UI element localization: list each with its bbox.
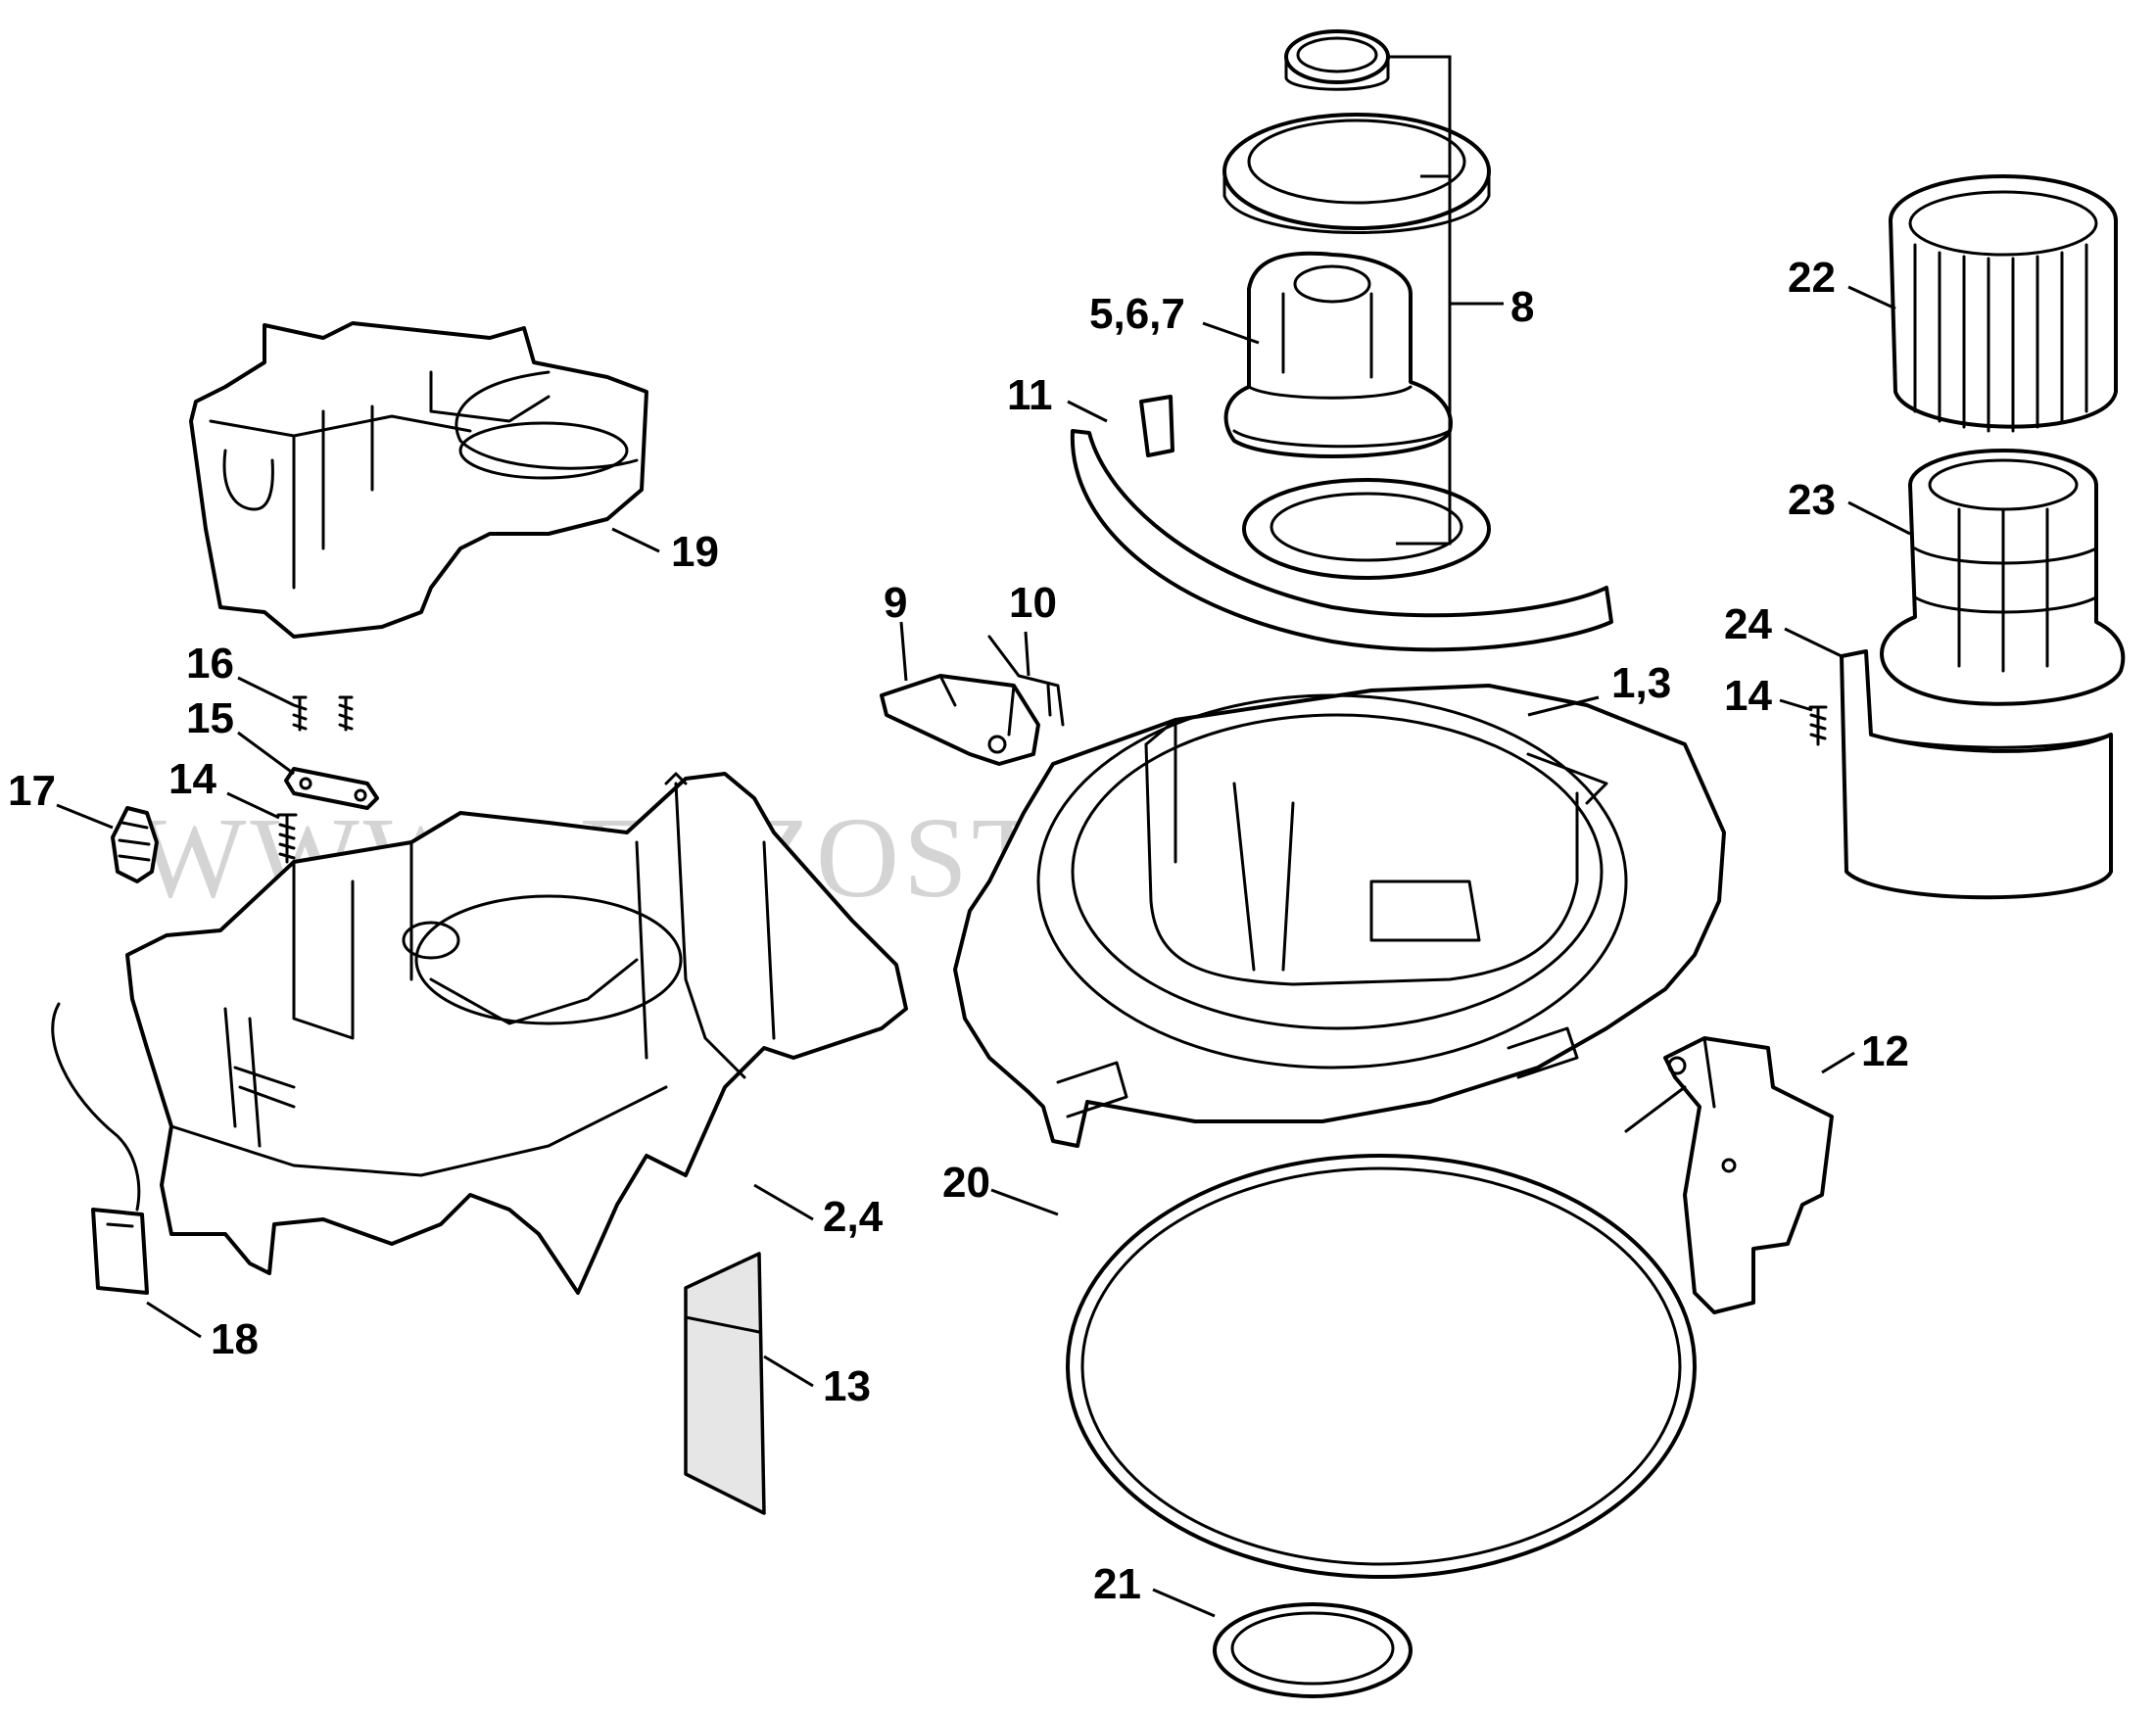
leader-5-6-7 (1202, 321, 1260, 345)
leader-17 (56, 803, 114, 830)
part-23-filter-cage (1880, 449, 2126, 706)
part-9-cover (880, 674, 1040, 766)
leader-20 (990, 1188, 1059, 1216)
leader-21 (1152, 1588, 1216, 1618)
callout-20: 20 (942, 1159, 990, 1207)
callout-16: 16 (186, 640, 234, 688)
part-5-6-7-motor (1223, 251, 1453, 459)
callout-22: 22 (1788, 254, 1836, 302)
part-1-3-main-housing (953, 684, 1726, 1148)
part-2-4-base-housing (125, 772, 908, 1295)
leader-13 (763, 1355, 814, 1388)
callout-19: 19 (671, 528, 719, 576)
part-16-screws (292, 695, 354, 732)
leader-11 (1067, 400, 1108, 423)
part-10-spring (987, 635, 1065, 727)
callout-2-4: 2,4 (823, 1193, 884, 1241)
callout-13: 13 (823, 1362, 871, 1410)
part-17-connector (111, 806, 159, 883)
part-19-upper-housing (189, 321, 648, 639)
part-20-o-ring (1066, 1154, 1697, 1579)
part-21-ring (1213, 1602, 1413, 1698)
leader-19 (611, 527, 660, 553)
leader-10 (1024, 631, 1030, 677)
leader-23 (1847, 500, 1911, 536)
part-13-flap (684, 1252, 766, 1515)
callout-14-right: 14 (1724, 672, 1772, 720)
callout-17: 17 (8, 767, 56, 815)
callout-15: 15 (186, 694, 234, 742)
part-8-carrier-ring (1222, 113, 1491, 234)
callout-9: 9 (884, 579, 907, 627)
leader-14b (1779, 698, 1813, 712)
part-14-screw-right (1808, 705, 1828, 746)
callout-10: 10 (1009, 579, 1057, 627)
leader-18 (146, 1301, 202, 1339)
leader-lines (56, 285, 1911, 1618)
part-24-cup (1840, 649, 2113, 900)
leader-15 (237, 731, 295, 776)
leader-16 (237, 676, 295, 707)
callout-labels: 19 16 15 14 17 2,4 18 13 11 5,6,7 8 9 10… (8, 254, 1909, 1608)
callout-21: 21 (1093, 1560, 1141, 1608)
leader-9 (899, 621, 908, 682)
leader-12 (1821, 1051, 1855, 1074)
callout-8: 8 (1510, 283, 1534, 331)
part-8-bracket (1388, 55, 1504, 546)
leader-1-3 (1527, 695, 1600, 717)
callout-18: 18 (211, 1315, 259, 1363)
callout-23: 23 (1788, 476, 1836, 524)
callout-14-left: 14 (168, 755, 216, 803)
leader-14a (226, 791, 280, 820)
part-22-filter (1889, 174, 2118, 433)
part-11-strip (1070, 395, 1613, 652)
leader-22 (1847, 285, 1896, 310)
callout-12: 12 (1861, 1027, 1909, 1075)
callout-11: 11 (1007, 371, 1053, 419)
leader-2-4 (753, 1183, 814, 1221)
callout-5-6-7: 5,6,7 (1089, 290, 1185, 338)
part-15-plate (284, 767, 379, 810)
leader-24 (1784, 627, 1843, 658)
part-8-top-ring (1284, 29, 1390, 91)
callout-24: 24 (1724, 600, 1772, 648)
part-8-seal (1242, 478, 1491, 580)
part-14-screw-left (276, 813, 298, 864)
part-18-clip (51, 1002, 149, 1295)
callout-1-3: 1,3 (1611, 659, 1671, 707)
part-12-latch (1624, 1036, 1834, 1314)
